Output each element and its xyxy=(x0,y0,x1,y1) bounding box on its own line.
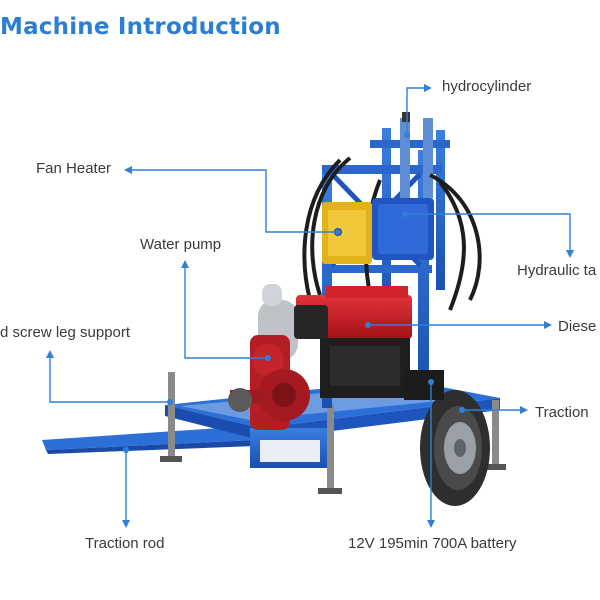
leader-hydraulic-tank xyxy=(405,213,574,258)
leader-screw-leg xyxy=(46,350,170,403)
page-title: Machine Introduction xyxy=(0,14,281,40)
leader-fan-heater xyxy=(124,166,338,233)
hydrocylinder-part xyxy=(400,112,433,208)
traction-rod-beam xyxy=(42,426,255,454)
label-fan-heater: Fan Heater xyxy=(36,160,112,177)
diesel-engine-part xyxy=(294,286,412,398)
screw-leg-middle xyxy=(318,405,342,494)
label-hydrocylinder: hydrocylinder xyxy=(442,78,532,95)
label-hydraulic-tank: Hydraulic ta xyxy=(517,262,597,279)
fan-heater-part xyxy=(322,202,372,264)
leader-lines xyxy=(46,84,574,528)
label-water-pump: Water pump xyxy=(140,236,222,253)
leader-hydrocylinder xyxy=(406,84,432,135)
label-traction-wheel: Traction xyxy=(535,404,589,421)
battery-part xyxy=(404,370,444,400)
water-pump-part xyxy=(228,335,310,430)
leader-water-pump xyxy=(181,260,268,359)
traction-wheel-part xyxy=(420,390,490,506)
hydraulic-tank-part xyxy=(372,198,434,260)
label-battery: 12V 195min 700A battery xyxy=(348,535,517,552)
label-diesel-engine: Diese xyxy=(558,318,597,335)
label-traction-rod: Traction rod xyxy=(85,535,165,552)
screw-leg-right xyxy=(484,400,506,470)
drilling-machine-illustration xyxy=(42,112,506,506)
label-screw-leg-support: d screw leg support xyxy=(0,324,131,341)
screw-leg-left xyxy=(160,372,182,462)
leader-dots xyxy=(123,132,465,453)
